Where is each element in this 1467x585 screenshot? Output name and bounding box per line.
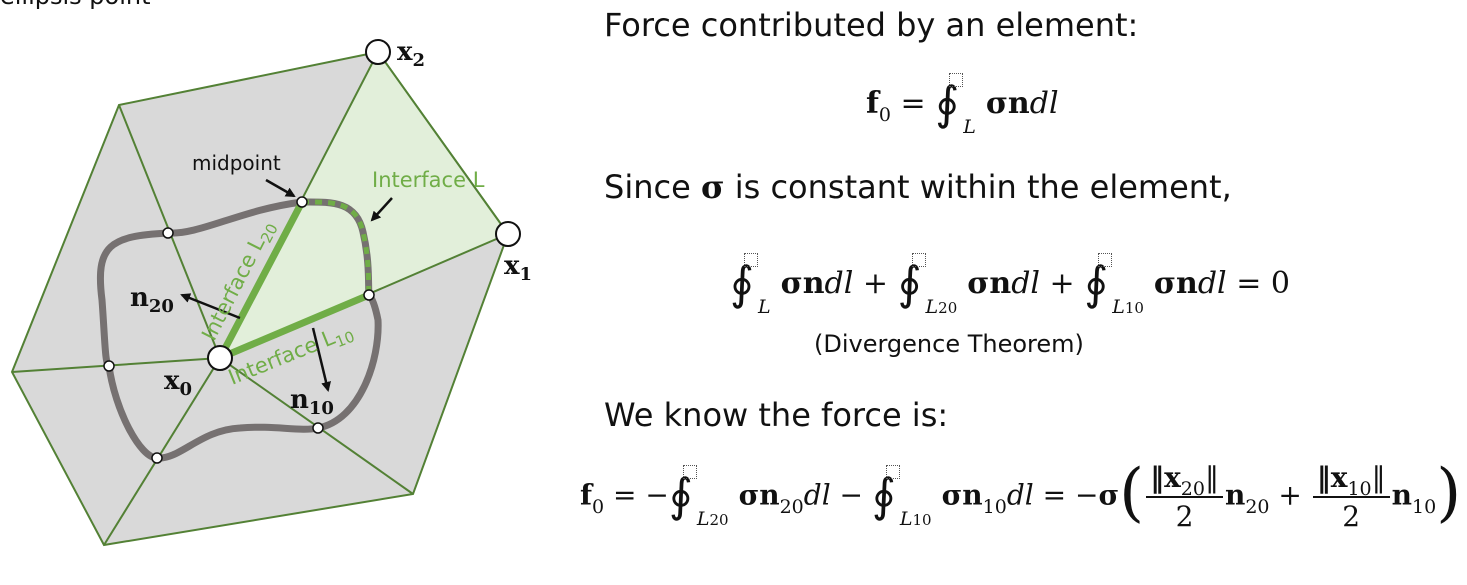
interface-L10-line (218, 291, 371, 362)
interface-L-curve (301, 198, 373, 296)
heading-force-contributed: Force contributed by an element: (604, 6, 1139, 44)
label-interface-L: Interface L (372, 168, 485, 192)
equation-f0: f0 = ∮Lσndl (866, 70, 1059, 138)
vertex-x0 (207, 345, 233, 371)
note-divergence-theorem: (Divergence Theorem) (814, 330, 1084, 358)
label-midpoint: midpoint (192, 151, 281, 175)
heading-since-sigma: Since σ is constant within the element, (604, 168, 1232, 206)
heading-we-know-force: We know the force is: (604, 396, 949, 434)
vertex-x1 (495, 221, 521, 247)
label-x0: x0 (164, 366, 192, 400)
interface-L-arrow (370, 197, 393, 222)
mesh-diagram: ellipsis point x2 x1 x0 n2 (0, 0, 532, 547)
fraction-x10: ‖x10‖2 (1312, 461, 1390, 533)
label-x1: x1 (504, 251, 532, 285)
equation-force-result: f0 = −∮L20σn20dl − ∮L10σn10dl = −σ(‖x20‖… (580, 456, 1462, 533)
label-n10: n10 (290, 385, 334, 419)
contour-integral-sign: ∮ (935, 76, 960, 130)
midpoint-arrow (265, 178, 296, 198)
midpoint-dots (103, 196, 375, 464)
top-clipped-text: ellipsis point (0, 0, 151, 10)
label-x2: x2 (397, 37, 425, 71)
equation-divergence-sum: ∮Lσndl + ∮L20σndl + ∮L10σndl = 0 (730, 250, 1290, 318)
vertex-x2 (365, 39, 391, 65)
n10-arrow (311, 327, 331, 392)
interface-L20-line (216, 200, 306, 360)
fraction-x20: ‖x20‖2 (1146, 461, 1223, 533)
label-n20: n20 (130, 283, 174, 317)
n20-arrow (180, 293, 241, 320)
